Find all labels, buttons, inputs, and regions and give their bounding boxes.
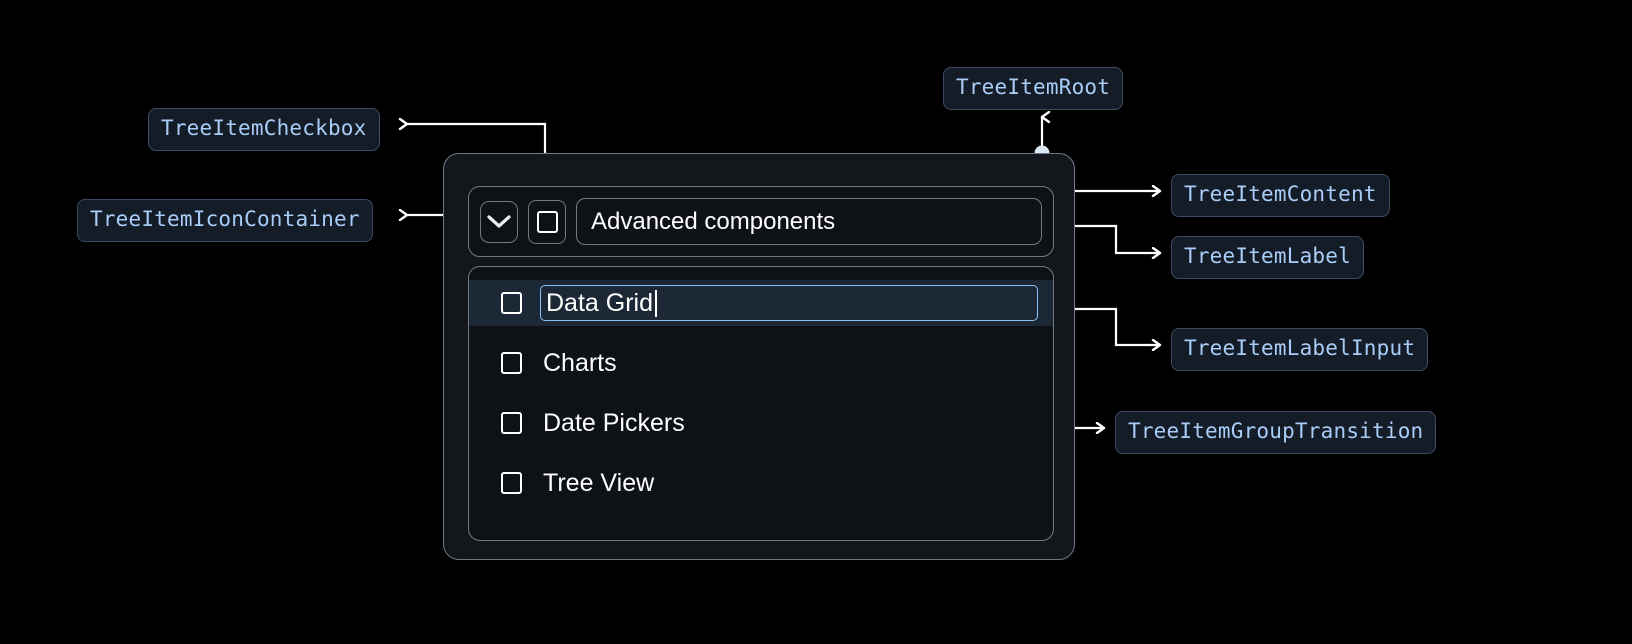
- tree-item-tree-view[interactable]: Tree View: [469, 460, 1053, 506]
- text-caret: [654, 289, 657, 317]
- tree-item-date-pickers[interactable]: Date Pickers: [469, 400, 1053, 446]
- tree-item-icon-container[interactable]: [480, 200, 518, 243]
- checkbox-unchecked-icon: [536, 210, 558, 233]
- annotation-chip-treeitemlabel: TreeItemLabel: [1171, 236, 1364, 279]
- annotation-chip-treeitemroot: TreeItemRoot: [943, 67, 1124, 110]
- checkbox-unchecked-icon[interactable]: [501, 412, 522, 434]
- checkbox-unchecked-icon[interactable]: [501, 352, 522, 374]
- annotation-chip-treeitemcontent: TreeItemContent: [1171, 174, 1390, 217]
- chevron-down-icon: [487, 214, 511, 228]
- tree-item-content[interactable]: Advanced components: [468, 186, 1054, 257]
- tree-item-label-input[interactable]: Data Grid: [540, 285, 1038, 321]
- annotation-chip-treeitemcheckbox: TreeItemCheckbox: [148, 108, 380, 151]
- tree-item-root[interactable]: Advanced components Data Grid Charts Dat…: [443, 153, 1075, 560]
- tree-item-label[interactable]: Advanced components: [576, 198, 1042, 245]
- checkbox-unchecked-icon[interactable]: [501, 472, 522, 494]
- tree-item-data-grid[interactable]: Data Grid: [469, 280, 1053, 326]
- tree-item-label-text: Tree View: [543, 468, 655, 497]
- tree-item-label-text: Date Pickers: [543, 408, 685, 437]
- tree-item-checkbox[interactable]: [528, 199, 566, 244]
- tree-item-label-text: Advanced components: [591, 207, 836, 235]
- tree-item-label-input-value: Data Grid: [546, 288, 653, 317]
- annotation-chip-treeitemiconcontainer: TreeItemIconContainer: [77, 199, 373, 242]
- annotation-chip-treeitemgrouptransition: TreeItemGroupTransition: [1115, 411, 1437, 454]
- annotation-chip-treeitemlabelinput: TreeItemLabelInput: [1171, 328, 1429, 371]
- tree-item-group-transition: Data Grid Charts Date Pickers Tree View: [468, 266, 1054, 541]
- tree-item-charts[interactable]: Charts: [469, 340, 1053, 386]
- checkbox-unchecked-icon[interactable]: [501, 292, 522, 314]
- tree-item-label-text: Charts: [543, 348, 617, 377]
